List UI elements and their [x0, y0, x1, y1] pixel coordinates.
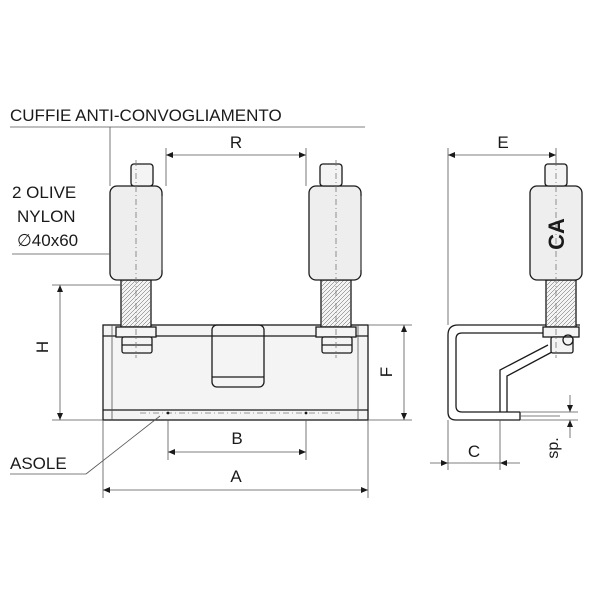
center-window: [211, 324, 265, 388]
svg-text:CA: CA: [544, 218, 569, 250]
left-roller-assembly: [109, 160, 163, 358]
dim-A-label: A: [230, 467, 242, 486]
slot-hole-right: [304, 411, 308, 415]
label-asole: ASOLE: [10, 454, 67, 473]
right-roller-assembly: [308, 160, 362, 358]
dim-C-label: C: [468, 442, 480, 461]
ca-logo: CA: [544, 218, 569, 250]
label-cuffie: CUFFIE ANTI-CONVOGLIAMENTO: [10, 106, 282, 125]
dim-R-label: R: [230, 133, 242, 152]
dim-E-label: E: [497, 133, 508, 152]
side-view: CA E C sp.: [430, 133, 583, 470]
label-olive-3: ∅40x60: [17, 231, 78, 250]
slot-hole-left: [166, 411, 170, 415]
label-olive-2: NYLON: [17, 207, 76, 226]
side-bracket: [447, 324, 580, 421]
dim-H-label: H: [33, 341, 52, 353]
dim-F-label: F: [377, 367, 396, 377]
front-view: R H F B A: [33, 133, 412, 498]
label-olive-1: 2 OLIVE: [12, 183, 76, 202]
dim-sp-label: sp.: [545, 437, 562, 458]
dim-B-label: B: [231, 429, 242, 448]
